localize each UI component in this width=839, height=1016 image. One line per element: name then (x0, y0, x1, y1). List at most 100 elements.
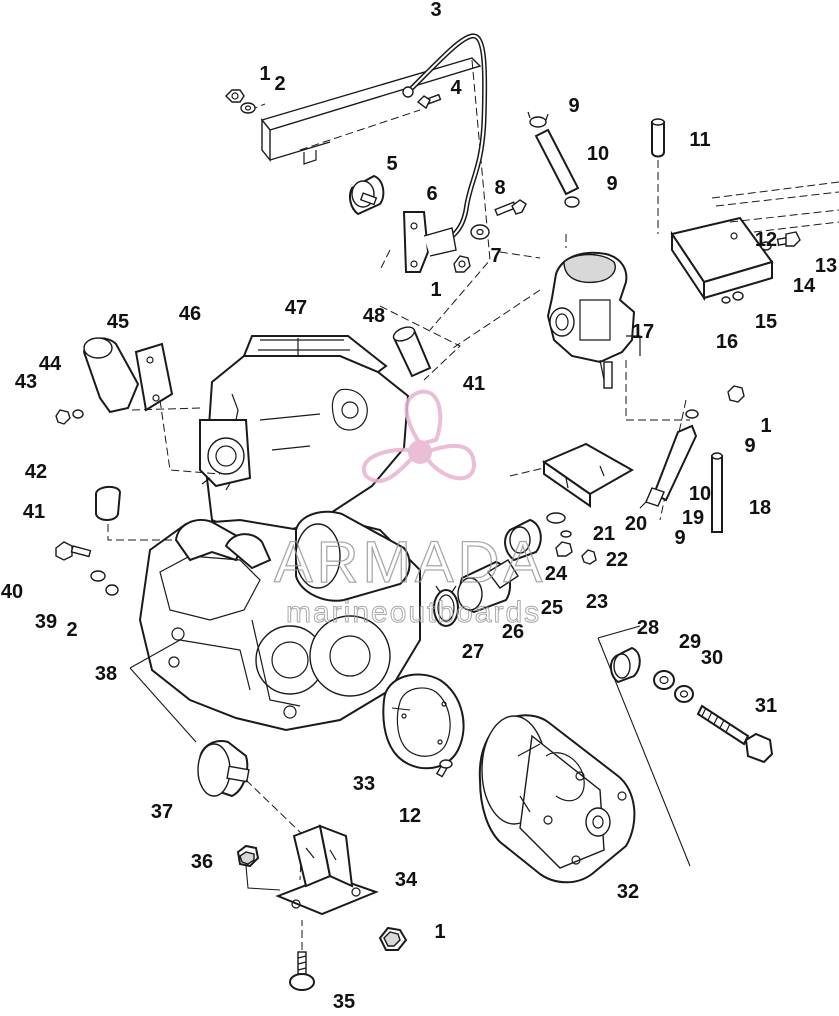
callout-8: 8 (494, 177, 505, 199)
callout-1: 1 (430, 279, 441, 301)
frame-rail (260, 57, 482, 165)
part-21-washer (546, 512, 566, 524)
part-2-washer-left (105, 584, 119, 596)
part-39-washer (90, 570, 106, 582)
callout-11: 11 (689, 129, 710, 151)
part-9-clamp-right (685, 409, 699, 419)
part-33-gasket (382, 673, 465, 770)
part-22-washer (560, 530, 572, 538)
part-19-fitting (639, 487, 665, 509)
part-48-sleeve (392, 326, 432, 378)
frame-right-dash (711, 181, 839, 233)
callout-24: 24 (545, 563, 568, 585)
callout-2: 2 (66, 619, 77, 641)
part-35-bolt (289, 951, 315, 991)
callout-1: 1 (434, 921, 445, 943)
part-26-collar (486, 559, 519, 589)
mount-guide (245, 779, 303, 881)
part-31-bolt (696, 704, 774, 764)
part-47-engine (138, 335, 421, 732)
part-14-mount-block (670, 216, 774, 302)
watermark-logo: ARMADA marineoutboards (273, 389, 546, 630)
callout-40: 40 (1, 581, 23, 603)
part-10-hose-top (534, 128, 580, 196)
part-43-nut (55, 409, 71, 425)
part-1-nut-right (727, 385, 745, 403)
part-15-washer (732, 291, 744, 301)
callout-30: 30 (701, 647, 723, 669)
watermark-propeller-icon (361, 389, 477, 484)
engine-lower-guide (129, 639, 197, 743)
part-7-washer (470, 224, 490, 240)
callout-32: 32 (617, 881, 639, 903)
callout-33: 33 (353, 773, 375, 795)
callout-26: 26 (502, 621, 524, 643)
part-40-bolt (55, 541, 92, 561)
watermark-brand: ARMADA (274, 530, 546, 595)
callout-2: 2 (274, 73, 285, 95)
callout-9: 9 (744, 435, 755, 457)
callout-16: 16 (716, 331, 738, 353)
callout-42: 42 (25, 461, 47, 483)
callout-29: 29 (679, 631, 701, 653)
part-42-cap (95, 486, 122, 521)
part-4-bolt (416, 93, 442, 110)
callout-41: 41 (463, 373, 485, 395)
part-9-clamp-top (527, 111, 549, 128)
callout-13: 13 (815, 255, 837, 277)
callout-12: 12 (399, 805, 421, 827)
part-46-flange (134, 342, 174, 412)
part-5-rubber-mount (349, 174, 385, 216)
part-12-screw-top (760, 241, 772, 251)
gasket-guide (391, 707, 411, 711)
part-44-washer (72, 409, 84, 419)
callout-46: 46 (179, 303, 201, 325)
callout-23: 23 (586, 591, 608, 613)
carb-guide-lines (449, 234, 690, 521)
callout-4: 4 (450, 77, 462, 99)
watermark-tagline: marineoutboards (286, 596, 541, 629)
part-1-nut-bracket (453, 255, 471, 273)
part-17-carburetor (546, 251, 641, 389)
callout-10: 10 (587, 143, 609, 165)
callout-45: 45 (107, 311, 129, 333)
part-27-hose-clamp (433, 585, 459, 627)
callout-15: 15 (755, 311, 777, 333)
callout-12: 12 (755, 229, 777, 251)
part-1-nut-bottom (378, 926, 408, 951)
part-34-bracket (275, 824, 379, 916)
part-29-washer (653, 670, 675, 690)
callout-9: 9 (606, 173, 617, 195)
callout-39: 39 (35, 611, 57, 633)
callout-1: 1 (259, 63, 270, 85)
part-23-nut (555, 541, 597, 565)
part-10-hose-right (652, 424, 698, 502)
callout-41: 41 (23, 501, 45, 523)
callout-38: 38 (95, 663, 117, 685)
part-16-nut (721, 296, 731, 304)
part-12-screw-gasket (435, 759, 453, 778)
left-fitting-guide (107, 524, 174, 541)
callout-19: 19 (682, 507, 704, 529)
callout-43: 43 (15, 371, 37, 393)
callout-18: 18 (749, 497, 771, 519)
callout-37: 37 (151, 801, 173, 823)
callout-9: 9 (674, 527, 685, 549)
callout-21: 21 (593, 523, 615, 545)
callout-9: 9 (568, 95, 579, 117)
callout-48: 48 (363, 305, 385, 327)
frame-guide-dash (249, 59, 491, 331)
callout-34: 34 (395, 869, 418, 891)
part-2-washer-top (240, 102, 256, 114)
callout-3: 3 (430, 0, 441, 21)
part-1-nut-top (225, 89, 245, 103)
bracket-guide (509, 467, 545, 477)
callout-25: 25 (541, 597, 563, 619)
part-37-rubber-mount (197, 740, 250, 798)
callout-28: 28 (637, 617, 659, 639)
sleeve-guide (379, 305, 461, 381)
callout-7: 7 (490, 245, 501, 267)
part-24-rubber-mount (504, 518, 542, 562)
